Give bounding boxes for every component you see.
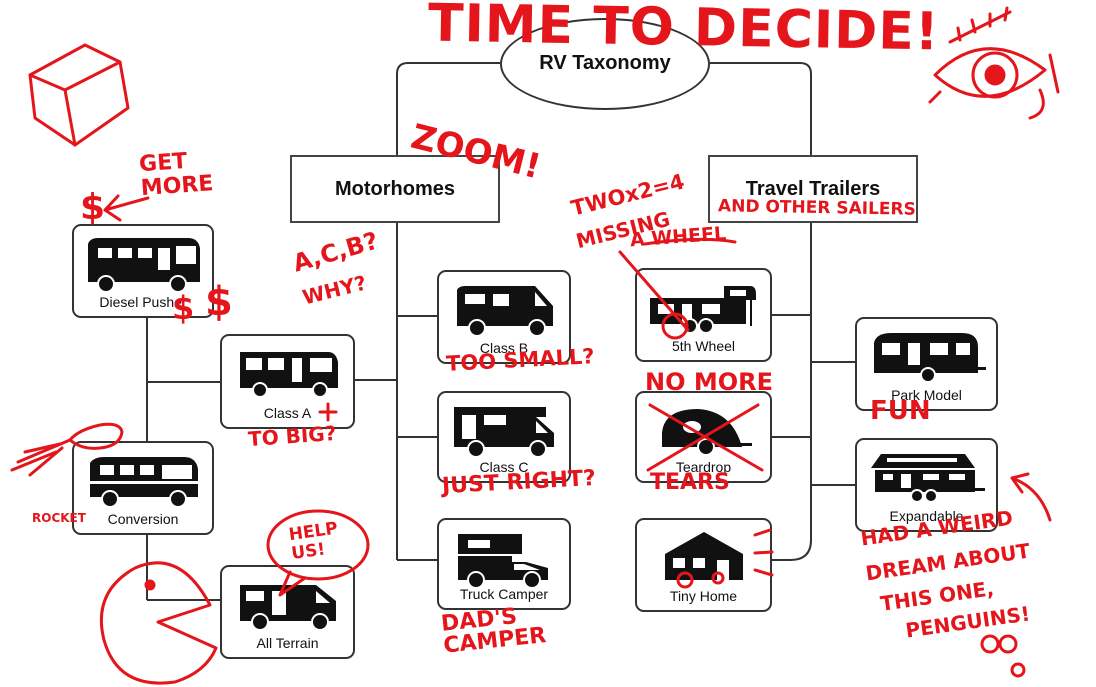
expandable-label: Expandable [889, 508, 964, 524]
node-expandable: Expandable [855, 438, 998, 532]
category-motorhomes: Motorhomes [290, 155, 500, 223]
dollar-annotation-3: $ [205, 279, 233, 325]
fifth-wheel-label: 5th Wheel [671, 338, 736, 354]
node-tiny-home: Tiny Home [635, 518, 772, 612]
category-travel-trailers: Travel Trailers [708, 155, 918, 223]
title-annotation: TIME TO DECIDE! [427, 0, 941, 63]
node-park-model: Park Model [855, 317, 998, 411]
node-class-b: Class B [437, 270, 571, 364]
conversion-label: Conversion [107, 511, 179, 527]
cube-doodle-icon [28, 43, 130, 147]
class-a-motorhome-icon [239, 352, 338, 398]
park-model-trailer-icon [873, 333, 986, 383]
fun-annotation: FUN [870, 396, 931, 426]
root-label: RV Taxonomy [539, 52, 671, 74]
class-c-motorhome-icon [454, 407, 554, 458]
conversion-bus-icon [90, 457, 198, 508]
class-a-label: Class A [263, 405, 312, 421]
tears-annotation: TEARS [650, 470, 730, 495]
help-us-speech-bubble [266, 509, 370, 597]
expandable-popup-trailer-icon [870, 454, 985, 503]
node-all-terrain: All Terrain [220, 565, 355, 659]
teardrop-label: Teardrop [675, 459, 732, 475]
pacman-doodle-icon [99, 561, 218, 685]
rocket-annotation: ROCKET [32, 511, 86, 525]
all-terrain-van-icon [239, 585, 336, 631]
all-terrain-label: All Terrain [256, 635, 319, 651]
diesel-pusher-label: Diesel Pusher [99, 294, 187, 310]
class-b-van-icon [457, 286, 553, 337]
node-class-a: Class A [220, 334, 355, 429]
tiny-home-house-icon [664, 532, 743, 580]
and-other-sailers-annotation: AND OTHER SAILERS [717, 196, 916, 220]
node-diesel-pusher: Diesel Pusher [72, 224, 214, 318]
category-travel-trailers-label: Travel Trailers [745, 177, 881, 200]
node-class-c: Class C [437, 391, 571, 483]
node-truck-camper: Truck Camper [437, 518, 571, 610]
teardrop-trailer-icon [661, 409, 752, 456]
class-c-label: Class C [479, 459, 529, 475]
to-big-annotation: TO BIG? [247, 420, 338, 452]
truck-camper-icon [458, 534, 548, 589]
eye-doodle-icon [928, 6, 1060, 120]
dollar-annotation-1: $ [80, 187, 106, 228]
category-motorhomes-label: Motorhomes [335, 177, 455, 200]
park-model-label: Park Model [891, 387, 962, 403]
truck-camper-label: Truck Camper [459, 586, 549, 602]
teardrop-cross-doodle [646, 403, 764, 472]
rocket-doodle-icon [10, 422, 124, 477]
get-more-annotation: GET MORE [138, 148, 215, 202]
no-more-annotation: NO MORE [645, 368, 774, 396]
diesel-pusher-bus-icon [88, 238, 200, 293]
root-node: RV Taxonomy [500, 18, 710, 110]
class-b-label: Class B [479, 340, 529, 356]
node-conversion: Conversion [72, 441, 214, 535]
dollar-annotation-2: $ [172, 289, 195, 327]
tiny-home-label: Tiny Home [669, 588, 738, 604]
